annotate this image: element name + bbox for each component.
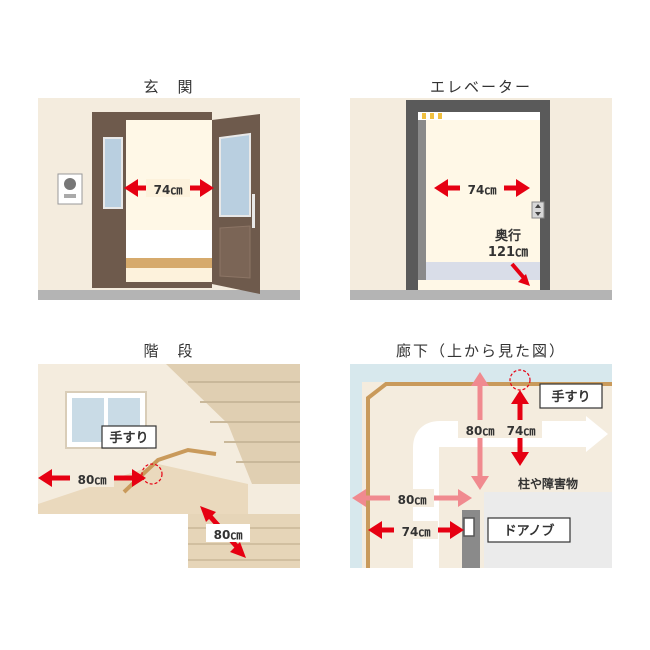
stairs-handrail-label: 手すり <box>109 430 148 446</box>
corridor-doorknob-label: ドアノブ <box>504 523 555 539</box>
doorknob-icon <box>463 517 475 537</box>
entrance-title: 玄 関 <box>143 78 195 96</box>
call-button-icon <box>531 201 545 219</box>
handrail-highlight <box>141 463 163 485</box>
elevator-title: エレベーター <box>429 78 532 96</box>
elevator-depth-label-1: 奥行 <box>495 228 521 244</box>
corridor-obstacle-label: 柱や障害物 <box>518 476 578 491</box>
corridor-horizontal-80-label: 80㎝ <box>398 493 427 507</box>
corridor-vertical-74-label: 74㎝ <box>507 424 536 438</box>
entrance-illustration <box>38 98 300 300</box>
elevator-illustration <box>350 98 612 300</box>
upper-stairs <box>166 364 300 484</box>
stairs-title: 階 段 <box>143 342 195 360</box>
door-handle <box>252 194 255 228</box>
entrance-panel: 74㎝ <box>38 98 300 300</box>
elevator-depth-label-2: 121㎝ <box>488 245 528 260</box>
corridor-panel: 80㎝ 74㎝ 80㎝ 74㎝ 手すり 柱や障害物 ドアノブ <box>350 364 612 568</box>
corridor-vertical-80-label: 80㎝ <box>466 424 495 438</box>
elevator-width-label: 74㎝ <box>468 183 497 197</box>
entrance-width-label: 74㎝ <box>154 183 183 197</box>
corridor-handrail <box>366 382 612 568</box>
stairs-panel: 80㎝ 手すり 80㎝ <box>38 364 300 568</box>
elevator-panel: 74㎝ 奥行 121㎝ <box>350 98 612 300</box>
corridor-handrail-label: 手すり <box>551 389 590 405</box>
stairs-illustration <box>38 364 300 568</box>
stairs-step-label: 80㎝ <box>214 528 243 542</box>
floor-strip <box>38 290 300 300</box>
corridor-horizontal-74-label: 74㎝ <box>402 525 431 539</box>
stairs-width-label: 80㎝ <box>78 473 107 487</box>
corridor-title: 廊下（上から見た図） <box>395 342 566 360</box>
